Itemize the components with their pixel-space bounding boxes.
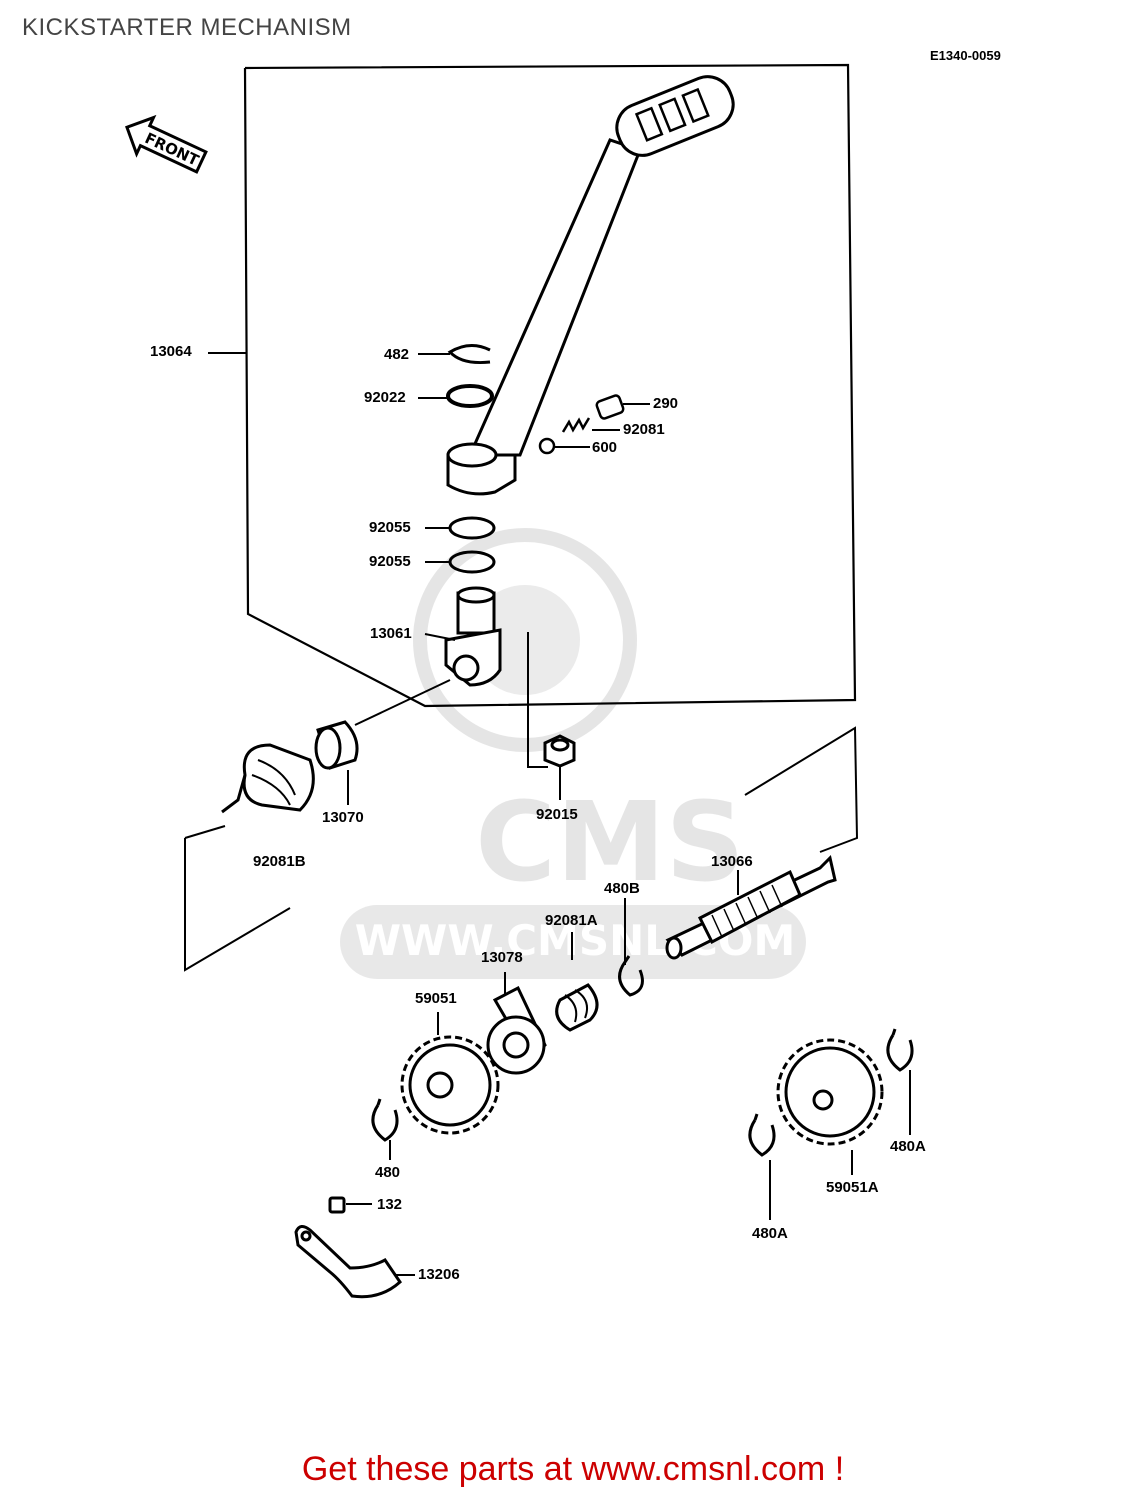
diagram-code: E1340-0059: [930, 48, 1001, 63]
gear-59051-icon: [400, 1035, 500, 1135]
assembly-outline: [243, 63, 857, 708]
collar-13070-icon: [314, 720, 359, 770]
part-label-92015: 92015: [536, 806, 578, 823]
part-label-92081A: 92081A: [545, 912, 598, 929]
watermark-logo: CMS: [475, 778, 744, 906]
washer-92022-icon: [446, 384, 494, 408]
cms-watermark: WWW.CMSNL.COM CMS: [340, 528, 806, 979]
page-title: KICKSTARTER MECHANISM: [22, 14, 352, 41]
part-label-59051: 59051: [415, 990, 457, 1007]
part-label-92081: 92081: [623, 421, 665, 438]
part-label-92055-a: 92055: [369, 519, 411, 536]
footer-link[interactable]: Get these parts at www.cmsnl.com !: [301, 1450, 845, 1488]
front-arrow-icon: FRONT: [125, 114, 208, 174]
circlip-482-icon: [447, 344, 491, 364]
part-label-480A-right: 480A: [890, 1138, 926, 1155]
part-label-482: 482: [384, 346, 410, 363]
plug-290-icon: [595, 394, 625, 420]
part-label-13064: 13064: [150, 343, 192, 360]
kick-lever-13064: [446, 75, 735, 496]
part-label-480B: 480B: [604, 880, 640, 897]
part-label-290: 290: [653, 395, 679, 412]
part-label-92055-b: 92055: [369, 553, 411, 570]
leader-lines: [184, 352, 911, 1276]
part-label-600: 600: [592, 439, 618, 456]
part-label-13061: 13061: [370, 625, 412, 642]
bolt-132-icon: [328, 1196, 346, 1214]
spring-92081-icon: [561, 417, 591, 433]
circlip-480A-bottom-icon: [748, 1113, 776, 1157]
part-label-132: 132: [377, 1196, 403, 1213]
stopper-13206-icon: [294, 1225, 402, 1299]
part-label-92081B: 92081B: [253, 853, 306, 870]
nut-92015-icon: [543, 734, 576, 768]
part-label-480: 480: [375, 1164, 401, 1181]
oring-92055-a-icon: [448, 516, 496, 540]
part-label-92022: 92022: [364, 389, 406, 406]
return-spring-92081B-icon: [221, 743, 315, 814]
part-label-13078: 13078: [481, 949, 523, 966]
part-label-13070: 13070: [322, 809, 364, 826]
part-label-13206: 13206: [418, 1266, 460, 1283]
circlip-480A-right-icon: [886, 1028, 914, 1072]
circlip-480B-icon: [618, 955, 644, 997]
pivot-13061-icon: [444, 586, 502, 687]
circlip-480-icon: [371, 1098, 399, 1142]
part-label-13066: 13066: [711, 853, 753, 870]
ratchet-13078-icon: [486, 985, 547, 1075]
spring-92081A-icon: [555, 983, 599, 1032]
part-label-480A-bottom: 480A: [752, 1225, 788, 1242]
ball-600-icon: [538, 437, 556, 455]
part-label-59051A: 59051A: [826, 1179, 879, 1196]
gear-59051A-icon: [776, 1038, 884, 1146]
kick-shaft-13066-icon: [665, 855, 837, 960]
